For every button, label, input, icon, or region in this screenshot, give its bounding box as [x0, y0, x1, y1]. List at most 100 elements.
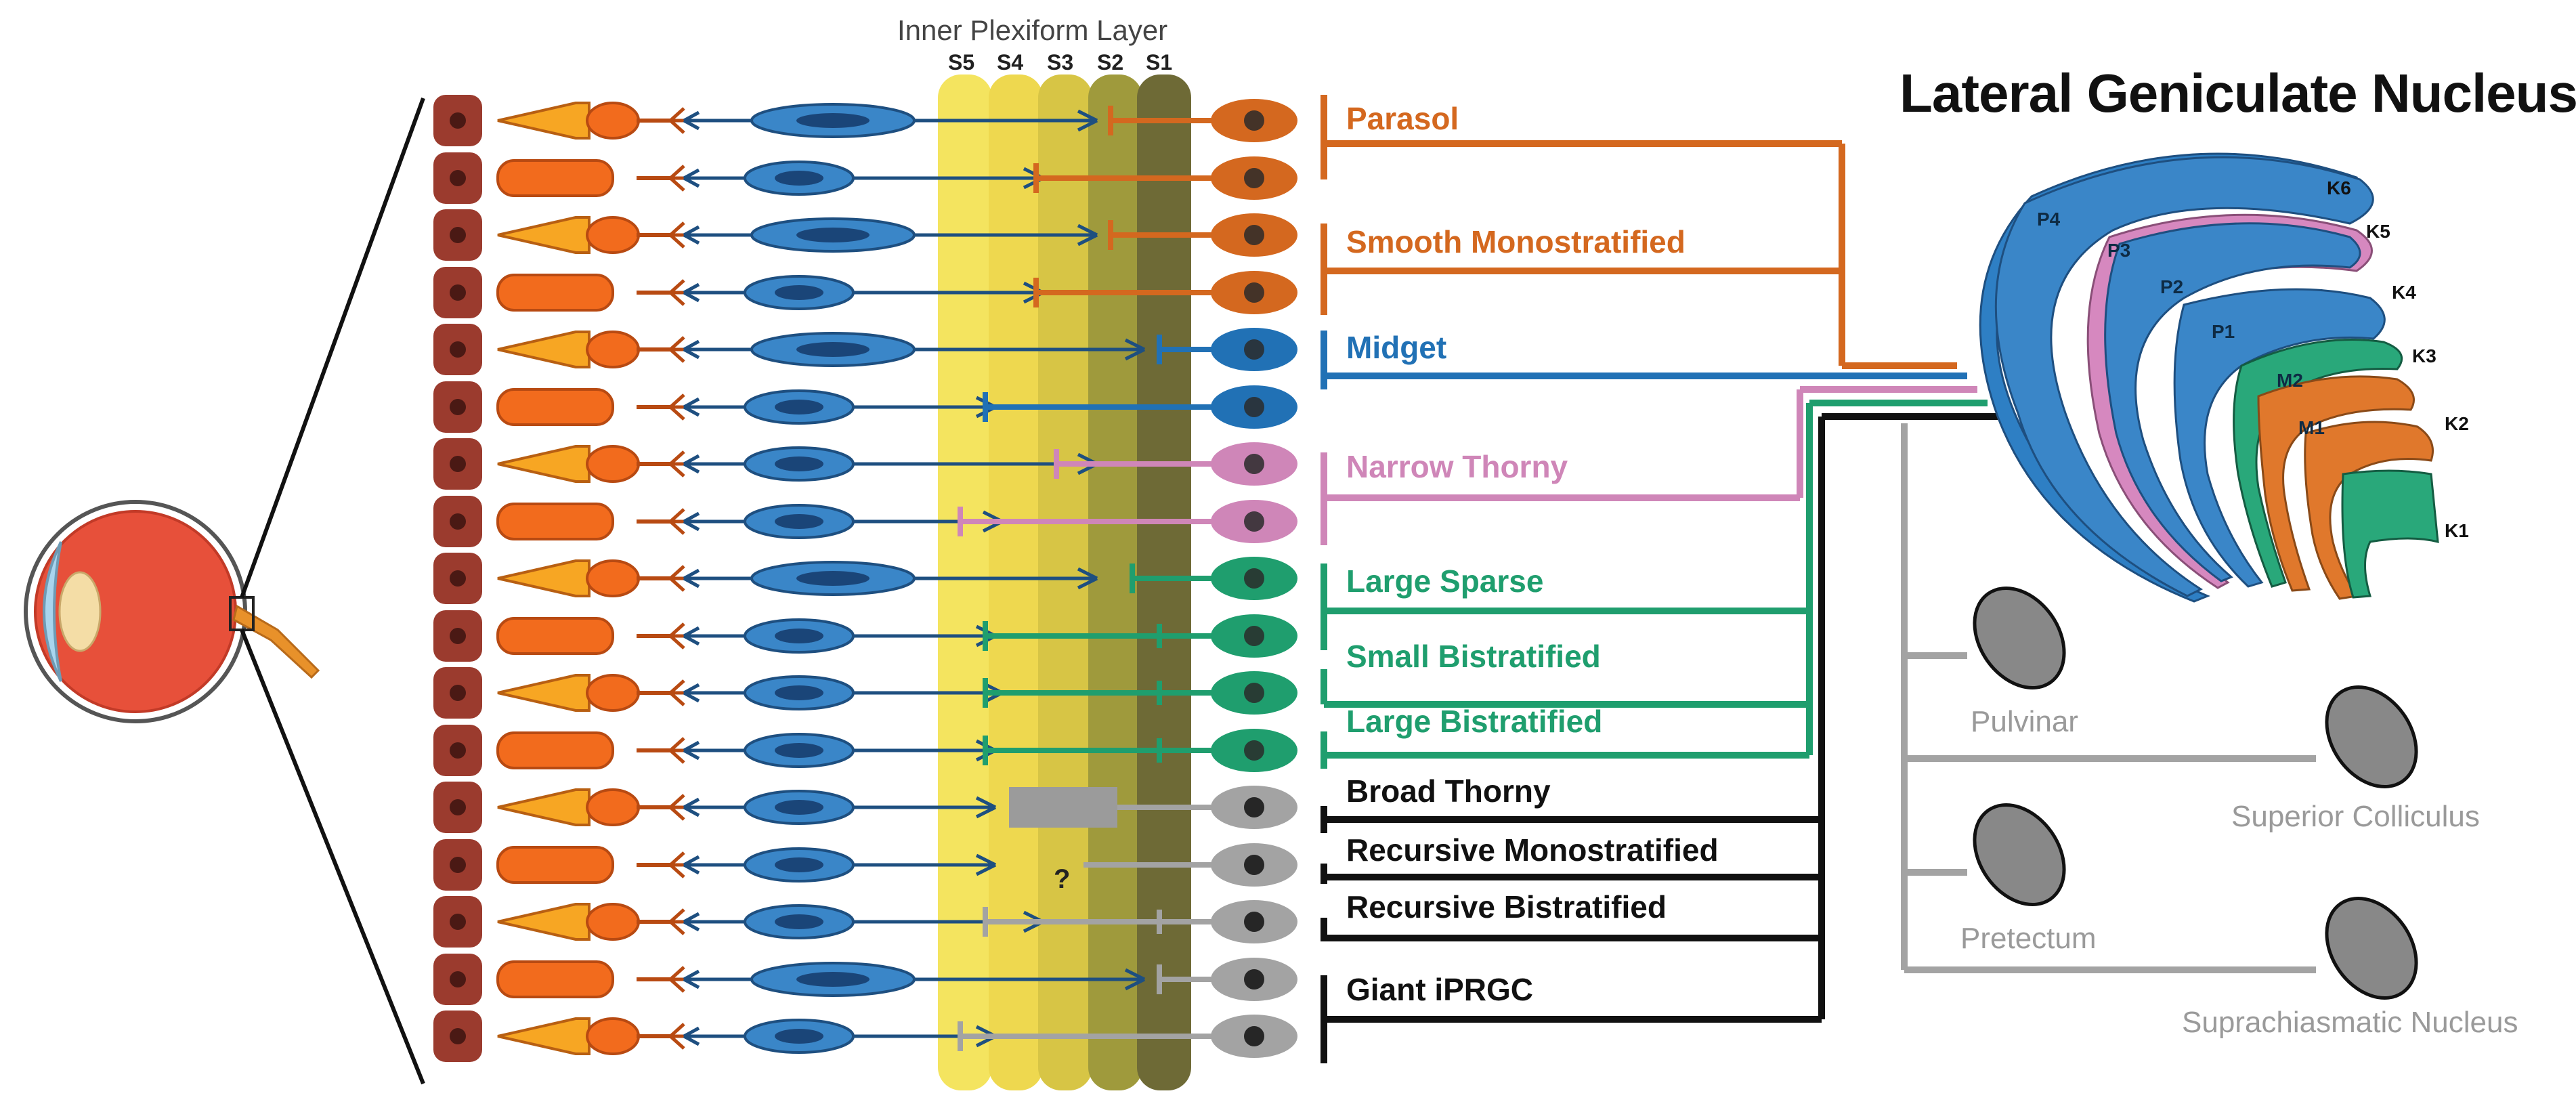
rpe-nucleus	[450, 456, 466, 472]
cone-soma	[586, 903, 640, 941]
bipolar-nucleus	[775, 800, 823, 815]
rpe-nucleus	[450, 1028, 466, 1044]
page-title: Lateral Geniculate Nucleus	[1899, 63, 2576, 123]
stratum-label-s3: S3	[1047, 50, 1074, 75]
rpe-nucleus	[450, 857, 466, 873]
cone-photoreceptor	[497, 1017, 591, 1055]
rpe-nucleus	[450, 971, 466, 987]
bipolar-nucleus	[775, 514, 823, 529]
lgn-layer-p4-body	[1994, 156, 2374, 597]
broad-dendritic-field	[1009, 787, 1117, 828]
rod-photoreceptor	[496, 503, 614, 540]
rpe-nucleus	[450, 914, 466, 930]
zoom-line	[240, 97, 425, 599]
lgn-label-p2: P2	[2160, 276, 2184, 297]
ipl-stratum-band	[989, 75, 1043, 1090]
label-giant-iprgc: Giant iPRGC	[1346, 972, 1534, 1007]
bipolar-terminal	[1124, 338, 1146, 361]
ipl-stratum-band	[938, 75, 992, 1090]
rpe-nucleus	[450, 170, 466, 186]
photoreceptor-terminal	[669, 966, 685, 993]
label-broad-thorny: Broad Thorny	[1346, 773, 1551, 809]
photoreceptor-terminal	[669, 508, 685, 535]
label-recursive-monostratified: Recursive Monostratified	[1346, 832, 1719, 868]
photoreceptor-terminal	[669, 336, 685, 363]
target-nucleus	[1973, 587, 2066, 689]
rpe-nucleus	[450, 284, 466, 301]
bipolar-terminal	[1077, 109, 1098, 132]
photoreceptor-terminal	[669, 165, 685, 192]
cone-soma	[586, 559, 640, 597]
bipolar-terminal	[1124, 968, 1146, 991]
lgn-layer-k1	[2341, 469, 2439, 599]
photoreceptor-terminal	[669, 794, 685, 821]
photoreceptor-terminal	[669, 565, 685, 592]
ganglion-cells	[958, 99, 1297, 1058]
lgn-label-k3: K3	[2412, 345, 2437, 366]
ganglion-nucleus	[1244, 855, 1264, 875]
eye-illustration	[24, 97, 425, 1085]
zoom-line	[240, 629, 425, 1085]
rod-photoreceptor	[496, 388, 614, 426]
target-nucleus	[1973, 803, 2066, 906]
ganglion-nucleus	[1244, 740, 1264, 761]
lgn-layer-m2	[2257, 375, 2415, 592]
bipolar-nucleus	[775, 914, 823, 929]
rpe-column	[433, 95, 482, 1062]
stratum-label-s5: S5	[948, 50, 975, 75]
bipolar-nucleus	[775, 743, 823, 758]
ganglion-nucleus	[1244, 969, 1264, 990]
cone-photoreceptor	[497, 445, 591, 483]
cone-photoreceptor	[497, 331, 591, 368]
rpe-nucleus	[450, 341, 466, 358]
bipolar-nucleus	[775, 400, 823, 414]
ganglion-nucleus	[1244, 225, 1264, 245]
photoreceptor-terminal	[669, 279, 685, 306]
lgn-label-p3: P3	[2107, 240, 2131, 261]
photoreceptors	[496, 102, 685, 1055]
stratum-label-s1: S1	[1146, 50, 1173, 75]
lgn-label-k2: K2	[2445, 413, 2469, 434]
label-parasol: Parasol	[1346, 101, 1459, 136]
bipolar-nucleus	[775, 285, 823, 300]
optic-nerve	[232, 604, 320, 679]
bipolar-terminal	[975, 796, 997, 819]
ganglion-nucleus	[1244, 1026, 1264, 1046]
rod-photoreceptor	[496, 960, 614, 998]
lens	[58, 571, 102, 652]
label-suprachiasmatic-nucleus: Suprachiasmatic Nucleus	[2182, 1006, 2518, 1039]
label-small-bistratified: Small Bistratified	[1346, 639, 1601, 674]
rod-photoreceptor	[496, 731, 614, 769]
ipl-stratum-band	[1038, 75, 1092, 1090]
lgn-layer-p3	[2104, 222, 2361, 582]
target-nucleus	[2325, 685, 2418, 788]
bipolar-nucleus	[796, 342, 870, 357]
cone-soma	[586, 1017, 640, 1055]
ganglion-nucleus	[1244, 797, 1264, 817]
rpe-nucleus	[450, 399, 466, 415]
cone-soma	[586, 102, 640, 140]
lgn-label-p4: P4	[2037, 209, 2061, 230]
bipolar-nucleus	[796, 228, 870, 242]
label-large-sparse: Large Sparse	[1346, 563, 1544, 599]
ganglion-nucleus	[1244, 683, 1264, 703]
bipolar-terminal	[1077, 224, 1098, 247]
projection-pathways	[1321, 95, 2316, 1063]
ipl-stratum-band	[1088, 75, 1142, 1090]
ipl-strata	[938, 75, 1191, 1090]
bipolar-terminal	[975, 853, 997, 876]
photoreceptor-terminal	[669, 737, 685, 764]
bipolar-nucleus	[775, 685, 823, 700]
ganglion-nucleus	[1244, 912, 1264, 932]
ipl-title: Inner Plexiform Layer	[897, 14, 1168, 46]
photoreceptor-terminal	[669, 679, 685, 706]
label-pulvinar: Pulvinar	[1971, 705, 2078, 738]
lgn-layer-p2	[2173, 288, 2386, 588]
rpe-nucleus	[450, 513, 466, 530]
cone-soma	[586, 674, 640, 712]
ganglion-nucleus	[1244, 397, 1264, 417]
lgn-label-k5: K5	[2366, 221, 2390, 242]
rpe-nucleus	[450, 227, 466, 243]
